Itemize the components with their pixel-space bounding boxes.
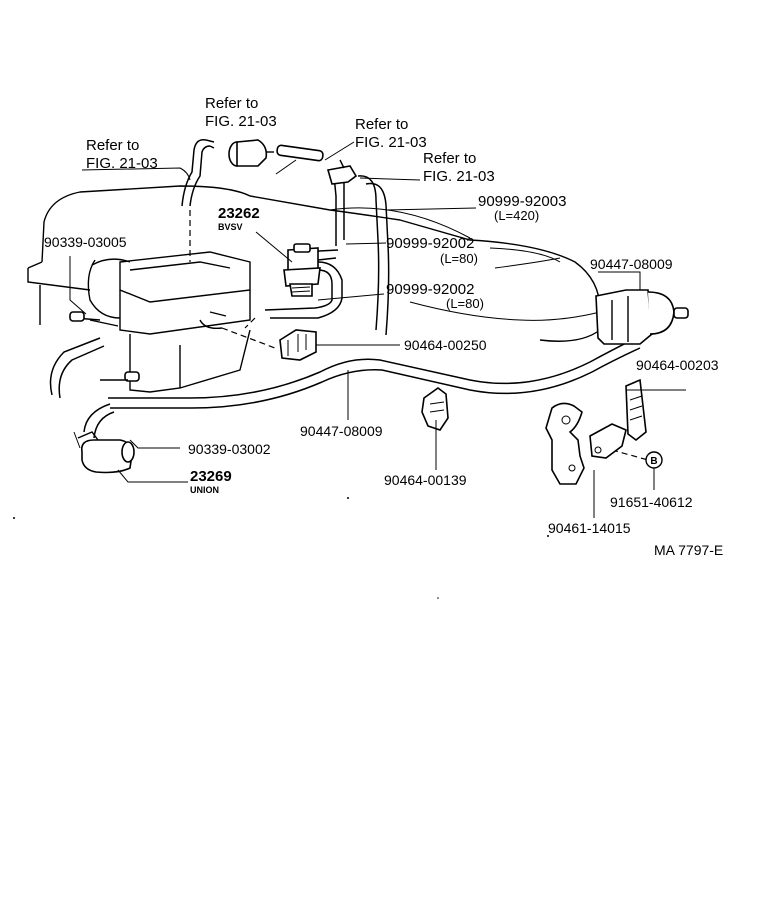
vacuum-filter — [228, 139, 324, 167]
part-91651-40612: 91651-40612 — [610, 494, 693, 510]
leader-lines — [69, 141, 686, 518]
part-23269-sub: UNION — [190, 485, 219, 495]
callout-b: B — [645, 451, 663, 469]
part-90464-00250: 90464-00250 — [404, 337, 487, 353]
part-23269: 23269 — [190, 468, 232, 485]
refer-label-1a: Refer to — [205, 95, 258, 112]
part-90339-03002: 90339-03002 — [188, 441, 271, 457]
tee-fitting — [326, 159, 358, 185]
part-23262-sub: BVSV — [218, 222, 243, 232]
bracket-14015 — [545, 402, 585, 485]
bvsv-valve — [283, 243, 321, 297]
callout-b-text: B — [650, 456, 657, 467]
refer-label-2a: Refer to — [86, 137, 139, 154]
part-90464-00203: 90464-00203 — [636, 357, 719, 373]
part-90464-00139: 90464-00139 — [384, 472, 467, 488]
dashed-guides — [189, 210, 649, 461]
part-90447-08009-right: 90447-08009 — [590, 256, 673, 272]
part-90999-92002-b: 90999-92002 — [386, 281, 474, 298]
hose-clamp-00250 — [279, 329, 317, 361]
part-90999-92003-length: (L=420) — [494, 208, 539, 223]
figure-id: MA 7797-E — [654, 542, 723, 558]
refer-label-4b: FIG. 21-03 — [423, 168, 495, 185]
throttle-body — [69, 251, 251, 393]
refer-label-2b: FIG. 21-03 — [86, 155, 158, 172]
upper-hoses — [181, 138, 390, 336]
refer-label-4a: Refer to — [423, 150, 476, 167]
part-90999-92002-a-length: (L=80) — [440, 251, 478, 266]
refer-label-1b: FIG. 21-03 — [205, 113, 277, 130]
refer-label-3b: FIG. 21-03 — [355, 134, 427, 151]
part-90461-14015: 90461-14015 — [548, 520, 631, 536]
clip-00203 — [589, 378, 647, 459]
callout-labels: Refer to FIG. 21-03 Refer to FIG. 21-03 … — [44, 95, 723, 558]
refer-label-3a: Refer to — [355, 116, 408, 133]
part-90339-03005: 90339-03005 — [44, 234, 127, 250]
union-fitting — [73, 431, 135, 474]
part-90447-08009-bottom: 90447-08009 — [300, 423, 383, 439]
clip-00139 — [421, 387, 449, 431]
part-90999-92003: 90999-92003 — [478, 193, 566, 210]
actuator-right — [595, 289, 689, 345]
print-specks — [13, 497, 549, 599]
part-90999-92002-a: 90999-92002 — [386, 235, 474, 252]
part-23262: 23262 — [218, 205, 260, 222]
part-90999-92002-b-length: (L=80) — [446, 296, 484, 311]
